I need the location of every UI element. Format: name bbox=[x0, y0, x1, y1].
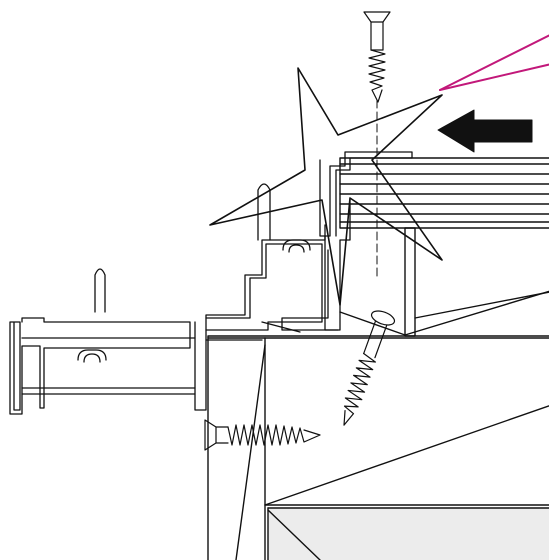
profile-right-clip bbox=[282, 239, 311, 253]
sill-diagonal bbox=[414, 291, 549, 319]
reveal-diagonal-lower bbox=[264, 405, 549, 506]
profile-drip-edge bbox=[205, 321, 301, 341]
wall-block bbox=[207, 290, 549, 560]
sill-post bbox=[404, 227, 416, 337]
horizontal-screw-shank bbox=[215, 426, 229, 444]
diagonal-screw-thread bbox=[343, 352, 377, 426]
profile-left-clip bbox=[77, 349, 107, 363]
diagonal-screw-head bbox=[370, 310, 396, 326]
sill-base bbox=[339, 311, 406, 336]
diagonal-screw-icon bbox=[343, 310, 396, 426]
impact-star-icon bbox=[209, 67, 443, 306]
pointer-line-lower bbox=[439, 63, 549, 91]
pointer-line-upper bbox=[439, 34, 549, 91]
glass-panel bbox=[267, 507, 549, 560]
wall-outer-edge bbox=[207, 335, 549, 560]
glazing-outer bbox=[339, 157, 549, 229]
diagonal-screw-shank bbox=[363, 320, 388, 359]
horizontal-screw-icon bbox=[204, 419, 321, 451]
frame-profile bbox=[9, 151, 413, 415]
horizontal-screw-thread bbox=[227, 424, 321, 446]
panel-fill bbox=[268, 508, 549, 560]
profile-flange-web bbox=[21, 337, 196, 395]
profile-left-bulb bbox=[94, 268, 106, 313]
screw-top-shank bbox=[370, 21, 384, 51]
panel-diagonal bbox=[267, 509, 321, 560]
reveal-diagonal-upper bbox=[404, 290, 549, 336]
screw-top-head bbox=[363, 11, 391, 23]
arrow-left-icon bbox=[437, 109, 533, 153]
horizontal-screw-head bbox=[204, 419, 217, 451]
pointer-lines bbox=[439, 34, 549, 91]
profile-inner-chamber bbox=[205, 243, 323, 331]
profile-center-upright bbox=[194, 224, 326, 411]
screw-top-thread bbox=[368, 49, 386, 103]
profile-outer-flange bbox=[9, 317, 191, 415]
wall-crack-line bbox=[235, 344, 266, 560]
glazing-stack bbox=[339, 157, 549, 337]
screw-icon bbox=[363, 11, 391, 103]
profile-right-wall bbox=[281, 249, 339, 331]
profile-bead-foot bbox=[324, 199, 351, 331]
